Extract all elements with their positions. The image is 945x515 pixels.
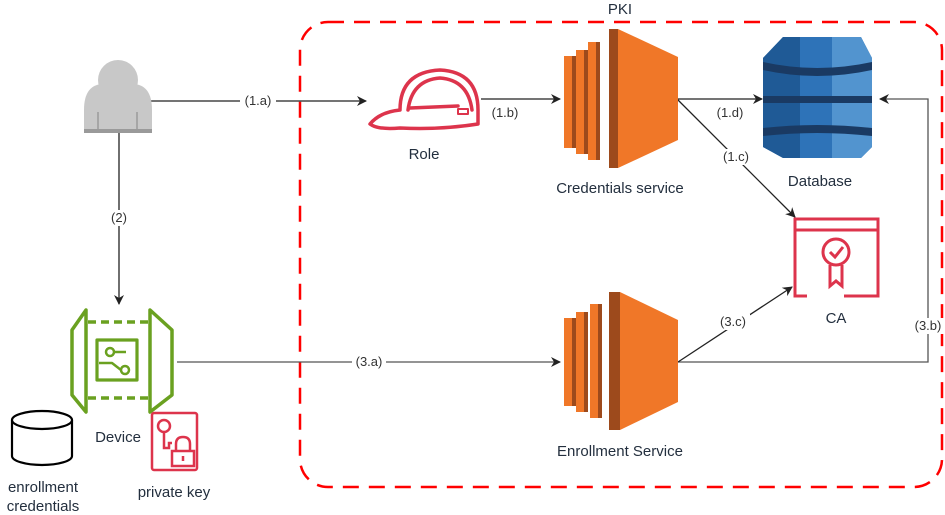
edge-label-1c: (1.c) xyxy=(720,149,752,165)
svg-text:(3.a): (3.a) xyxy=(356,354,383,369)
certificate-authority-icon xyxy=(793,217,880,298)
ca-label: CA xyxy=(826,310,847,327)
enrollment-service-icon xyxy=(564,292,678,430)
database-label: Database xyxy=(788,173,852,190)
svg-text:(3.b): (3.b) xyxy=(915,318,942,333)
svg-text:(1.b): (1.b) xyxy=(492,105,519,120)
credentials-service-label: Credentials service xyxy=(556,180,684,197)
svg-text:(1.d): (1.d) xyxy=(717,105,744,120)
cylinder-storage-icon xyxy=(10,409,74,467)
edge-label-1d: (1.d) xyxy=(717,105,744,120)
enrollment-credentials-label-line2: credentials xyxy=(7,498,80,515)
edge-label-2: (2) xyxy=(106,210,132,226)
credentials-service-icon xyxy=(564,29,678,168)
pki-boundary xyxy=(298,20,944,489)
edge-label-3a: (3.a) xyxy=(352,354,386,370)
pki-boundary-title: PKI xyxy=(608,1,632,18)
device-label: Device xyxy=(95,429,141,446)
key-lock-icon xyxy=(150,411,199,472)
svg-text:(2): (2) xyxy=(111,210,127,225)
edge-3b xyxy=(678,94,929,363)
enrollment-credentials-label-line1: enrollment xyxy=(8,479,79,496)
edge-label-1a: (1.a) xyxy=(240,93,276,109)
edge-label-3c: (3.c) xyxy=(716,314,750,330)
edge-label-1b: (1.b) xyxy=(492,105,519,120)
database-icon xyxy=(763,37,872,158)
enrollment-service-label: Enrollment Service xyxy=(557,443,683,460)
svg-text:(1.a): (1.a) xyxy=(245,93,272,108)
hard-hat-icon xyxy=(368,68,480,131)
user-icon xyxy=(84,60,152,133)
edge-label-3b: (3.b) xyxy=(911,318,945,334)
svg-text:(1.c): (1.c) xyxy=(723,149,749,164)
role-label: Role xyxy=(409,146,440,163)
private-key-label: private key xyxy=(138,484,211,501)
iot-device-icon xyxy=(70,308,174,414)
svg-text:(3.c): (3.c) xyxy=(720,314,746,329)
